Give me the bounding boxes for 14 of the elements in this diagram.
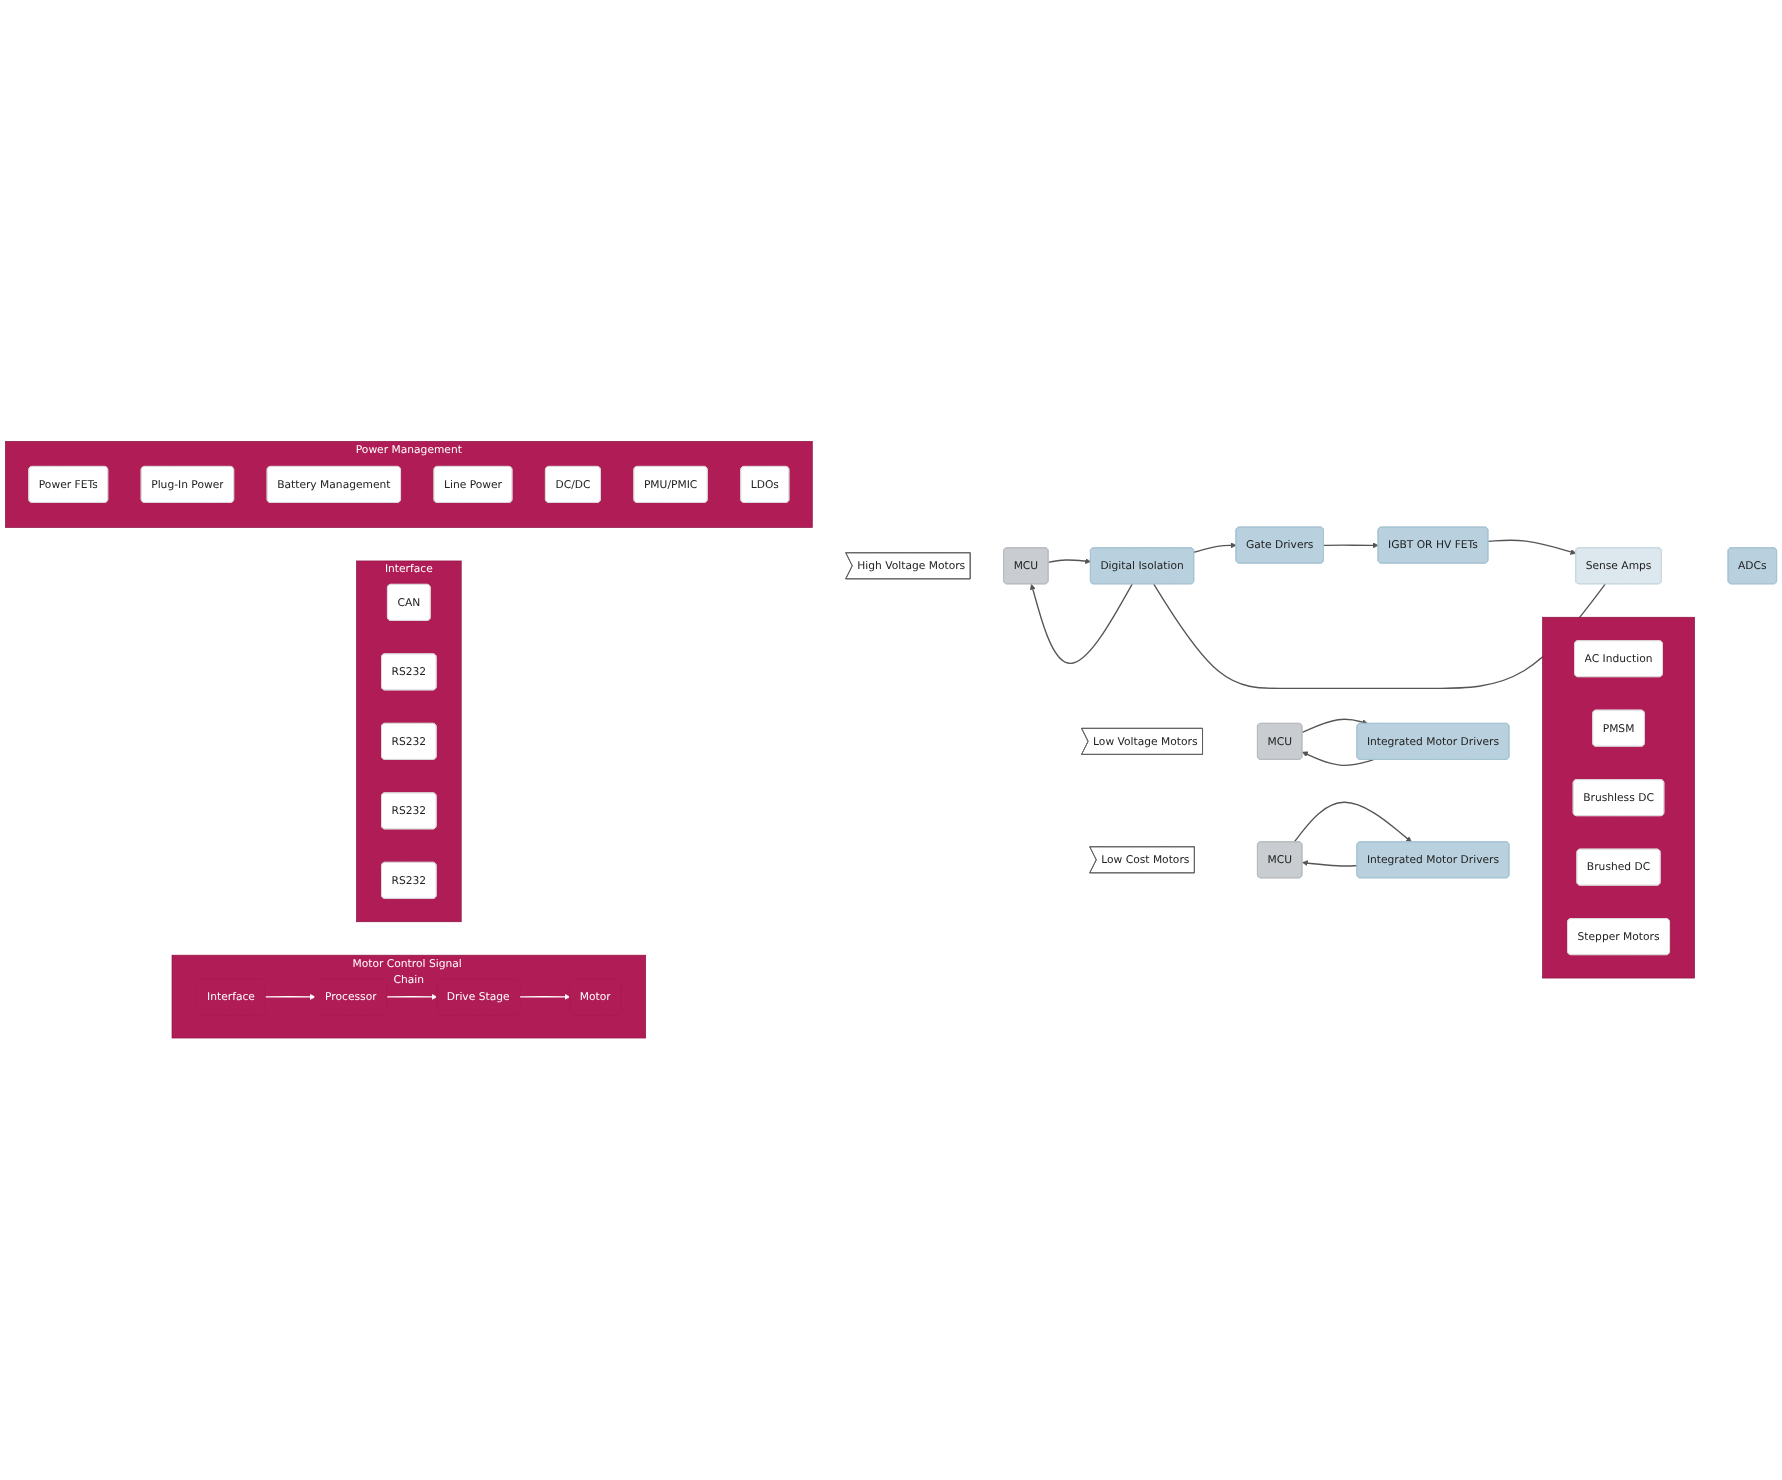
arrow: [386, 994, 438, 1001]
arrow: [1323, 542, 1379, 549]
arrow: [1301, 718, 1369, 734]
arrow: [1487, 539, 1577, 556]
connector: [1153, 583, 1606, 690]
arrow: [1302, 751, 1375, 767]
arrow: [1193, 542, 1237, 554]
arrow: [1030, 583, 1133, 665]
arrow: [1293, 801, 1412, 844]
arrow: [264, 994, 316, 1001]
arrow: [1047, 558, 1091, 565]
arrow: [519, 994, 571, 1001]
cluster: [1542, 617, 1695, 979]
arrow: [1302, 860, 1358, 867]
